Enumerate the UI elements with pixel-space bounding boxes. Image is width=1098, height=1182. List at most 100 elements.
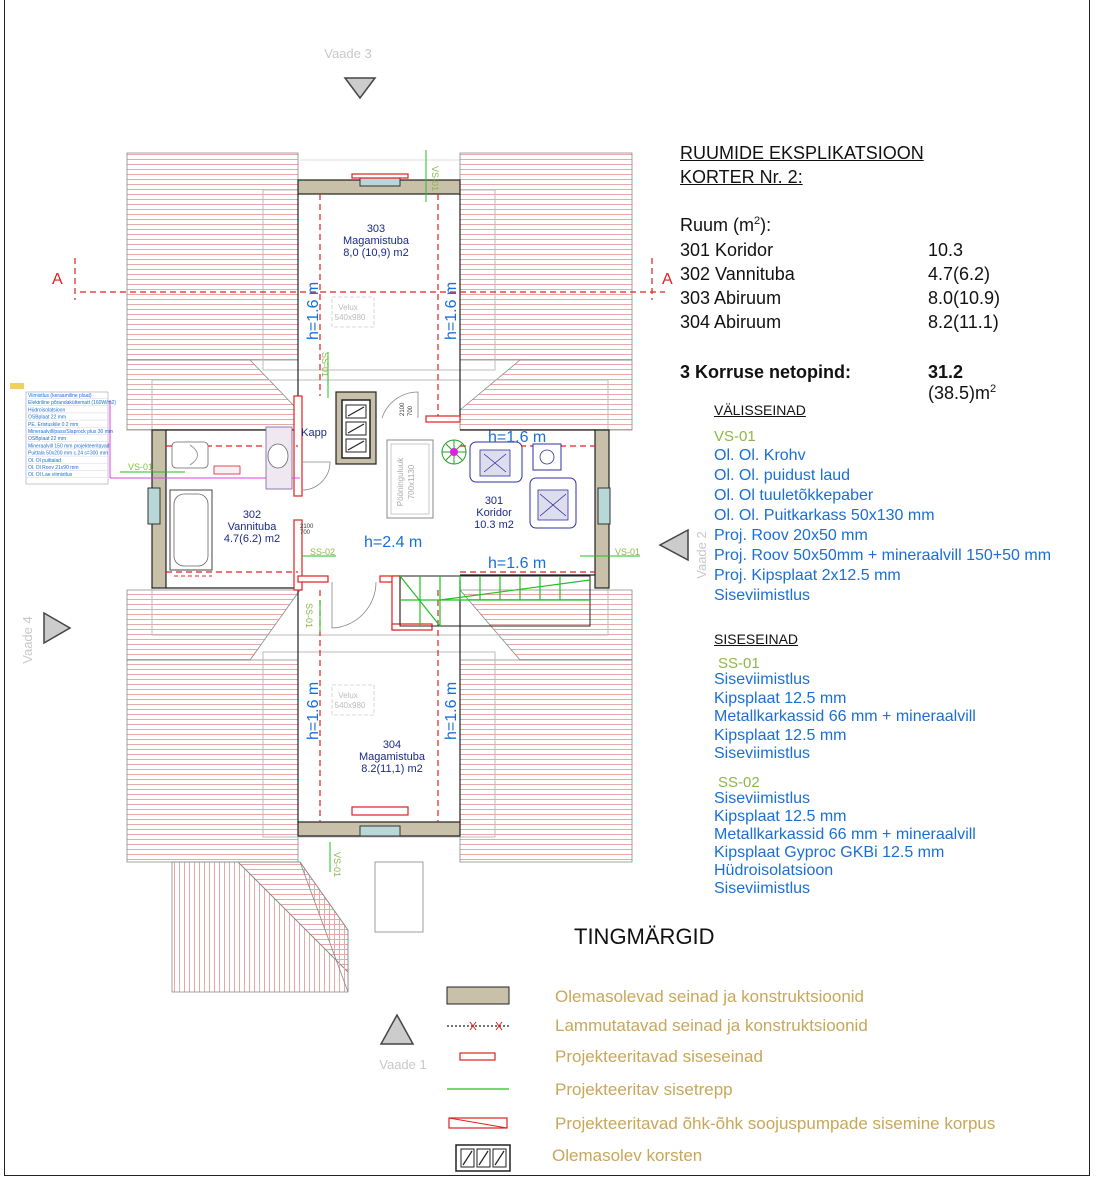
section-mark-right: A <box>662 271 673 288</box>
wall-layer: Metallkarkassid 66 mm + mineraalvill <box>714 708 976 725</box>
svg-text:Pööninguluuk: Pööninguluuk <box>396 457 405 506</box>
view1-marker: Vaade 1 <box>379 1013 427 1072</box>
floor-layer-item: Viimistlus (keraamiline plaat) <box>28 393 92 399</box>
roof-hatching <box>126 152 633 993</box>
ss01-code-upper: SS-01 <box>320 352 330 377</box>
projected-windows <box>351 173 409 816</box>
height-301-center: h=2.4 m <box>364 534 422 551</box>
room-303-number: 303 <box>367 223 385 235</box>
svg-text:540x980: 540x980 <box>335 313 366 322</box>
wall-layer: Ol. Ol. puidust laud <box>714 467 851 484</box>
bathroom-fixtures <box>169 426 293 577</box>
wall-layer: Ol. Ol tuuletõkkepaber <box>714 487 874 504</box>
ss01-code: SS-01 <box>718 655 760 672</box>
room-301-area: 10.3 m2 <box>474 519 514 531</box>
floor-layer-item: Ol. Ol puittalad <box>28 458 61 464</box>
wall-layer: Siseviimistlus <box>714 880 811 897</box>
stairs <box>399 575 591 627</box>
floor-layer-item: Ol. Ol Roov 21x90 mm <box>28 465 79 471</box>
view4-label: Vaade 4 <box>20 616 35 663</box>
height-303-right: h=1.6 m <box>443 282 460 340</box>
legend-demolished-walls: Lammutatavad seinad ja konstruktsioonid <box>555 1016 868 1035</box>
wall-code-leaders <box>120 150 640 872</box>
room-303-area: 8,0 (10,9) m2 <box>343 247 408 259</box>
explication-subtitle: KORTER Nr. 2: <box>680 167 803 187</box>
legend-chimney: Olemasolev korsten <box>552 1146 703 1165</box>
wall-layer: Siseviimistlus <box>714 671 811 688</box>
wall-layer: Siseviimistlus <box>714 587 811 604</box>
doors <box>301 391 419 629</box>
wall-layer: Kipsplaat 12.5 mm <box>714 689 847 707</box>
vs01-code-right: VS-01 <box>615 547 640 557</box>
legend-existing-walls: Olemasolevad seinad ja konstruktsioonid <box>555 987 865 1006</box>
svg-text:540x980: 540x980 <box>335 701 366 710</box>
vs01-code-top: VS-01 <box>430 166 440 191</box>
wall-layer: Siseviimistlus <box>714 790 811 807</box>
explication-title: RUUMIDE EKSPLIKATSIOON <box>680 143 924 163</box>
room-301-number: 301 <box>485 495 503 507</box>
floor-layer-item: Hüdroisolatsioon <box>28 407 65 413</box>
ss01-code-lower: SS-01 <box>304 603 314 628</box>
floor-layer-legend: Viimistlus (keraamiline plaat)Elektrilin… <box>10 383 116 485</box>
height-304-left: h=1.6 m <box>305 682 322 740</box>
floor-layer-item: Mineraalvill/pass/Slaprock plus 30 mm <box>28 429 113 435</box>
wall-layer: Metallkarkassid 66 mm + mineraalvill <box>714 826 976 843</box>
room-302-name: Vannituba <box>228 521 278 533</box>
legend-projected-walls: Projekteeritavad siseseinad <box>555 1047 763 1066</box>
room-304-area: 8.2(11,1) m2 <box>361 763 423 775</box>
wall-layer: Kipsplaat 12.5 mm <box>714 726 847 744</box>
vs01-code: VS-01 <box>714 428 756 445</box>
svg-text:700x1130: 700x1130 <box>407 464 416 499</box>
outer-walls-title: VÄLISSEINAD <box>714 402 806 418</box>
wall-layer: Hüdroisolatsioon <box>714 862 834 879</box>
drawing-frame <box>4 0 1090 1176</box>
floor-layer-item: Mineraalvill 150 mm projekteeritavad <box>28 443 110 449</box>
height-303-left: h=1.6 m <box>305 282 322 340</box>
view4-marker: Vaade 4 <box>20 611 72 664</box>
attic-hatch: Pööninguluuk 700x1130 <box>386 439 434 519</box>
view2-label: Vaade 2 <box>694 531 709 578</box>
door-width-2: 700 <box>300 530 311 536</box>
wall-layer: Siseviimistlus <box>714 745 811 762</box>
velux-windows: Velux 540x980 Velux 540x980 <box>331 296 375 716</box>
height-301-top: h=1.6 m <box>488 429 546 446</box>
inner-walls-title: SISESEINAD <box>714 631 799 647</box>
door-height-2: 2100 <box>300 524 314 530</box>
ss02-code: SS-02 <box>310 547 335 557</box>
legend-symbols <box>446 986 511 1172</box>
room-302-area: 4.7(6.2) m2 <box>224 533 280 545</box>
room-labels: 303 Magamistuba 8,0 (10,9) m2 302 Vannit… <box>224 223 514 775</box>
vs01-code-left: VS-01 <box>128 462 153 472</box>
floor-layer-item: Ol. Ol Lae viimistlus <box>28 472 73 478</box>
wall-layer: Proj. Roov 50x50mm + mineraalvill 150+50… <box>714 547 1052 564</box>
floor-layer-item: OSBplaat 22 mm <box>28 436 66 442</box>
door-width-1: 700 <box>408 405 414 416</box>
kapp-label: Kapp <box>301 427 327 439</box>
furniture <box>441 439 577 529</box>
view3-marker: Vaade 3 <box>324 46 377 100</box>
section-mark-left: A <box>52 271 63 288</box>
chimney <box>341 399 371 459</box>
legend-title: TINGMÄRGID <box>574 924 715 949</box>
height-304-right: h=1.6 m <box>443 682 460 740</box>
legend-heat-pump: Projekteeritavad õhk-õhk soojuspumpade s… <box>555 1114 996 1133</box>
height-labels: h=1.6 m h=1.6 m h=1.6 m h=1.6 m h=1.6 m … <box>305 282 546 740</box>
net-area-total: 3 Korruse netopind:31.2 (38.5)m2 <box>680 362 997 403</box>
wall-layer: Ol. Ol. Krohv <box>714 447 806 464</box>
svg-text:Velux: Velux <box>338 303 358 312</box>
explication-header: Ruum (m2): <box>680 215 772 235</box>
floor-layer-item: Puittala 50x200 mm c.24 s=300 mm <box>28 451 108 457</box>
windows <box>147 175 611 837</box>
height-301-bottom: h=1.6 m <box>488 555 546 572</box>
floor-layer-item: OSBplaat 22 mm <box>28 415 66 421</box>
ss02-code: SS-02 <box>718 774 760 791</box>
wall-layer: Kipsplaat 12.5 mm <box>714 808 847 825</box>
view2-marker: Vaade 2 <box>658 528 709 579</box>
view3-label: Vaade 3 <box>324 46 371 61</box>
room-302-number: 302 <box>243 509 261 521</box>
